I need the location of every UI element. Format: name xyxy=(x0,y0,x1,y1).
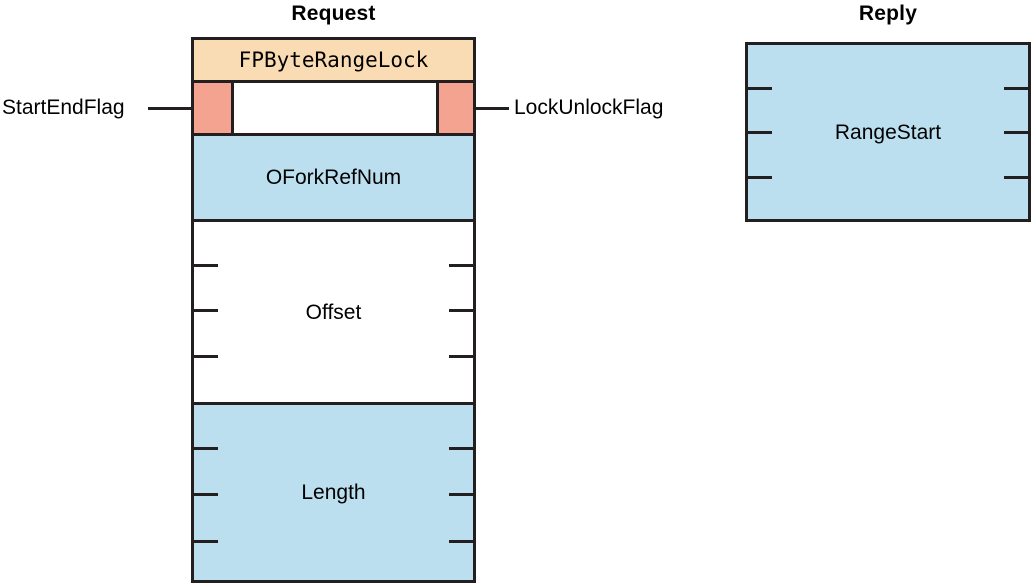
request-length-field: Length xyxy=(191,402,476,583)
offset-tick-right-3 xyxy=(449,355,473,358)
request-length-label: Length xyxy=(301,481,366,504)
request-lock-unlock-flag-field xyxy=(436,80,476,136)
offset-tick-left-2 xyxy=(194,309,218,312)
offset-tick-right-2 xyxy=(449,309,473,312)
length-tick-left-3 xyxy=(194,540,218,543)
request-oforkrefnum-label: OForkRefNum xyxy=(265,166,402,189)
rangestart-tick-left-1 xyxy=(748,87,772,90)
length-tick-right-2 xyxy=(449,493,473,496)
request-flags-row xyxy=(191,80,476,136)
request-column-title: Request xyxy=(291,2,376,25)
request-offset-label: Offset xyxy=(305,300,362,324)
rangestart-tick-right-3 xyxy=(1004,176,1028,179)
length-tick-right-1 xyxy=(449,447,473,450)
reply-rangestart-label: RangeStart xyxy=(834,120,942,144)
request-offset-field: Offset xyxy=(191,219,476,405)
request-command-field: FPByteRangeLock xyxy=(191,37,476,83)
length-tick-left-1 xyxy=(194,447,218,450)
request-start-end-flag-field xyxy=(191,80,234,136)
start-end-flag-callout-label: StartEndFlag xyxy=(2,96,125,119)
lock-unlock-flag-leader-line xyxy=(474,107,509,110)
request-command-label: FPByteRangeLock xyxy=(238,47,429,72)
request-reserved-pad-field xyxy=(231,80,439,136)
lock-unlock-flag-callout-label: LockUnlockFlag xyxy=(514,96,664,119)
length-tick-left-2 xyxy=(194,493,218,496)
start-end-flag-leader-line xyxy=(148,107,194,110)
reply-column-title: Reply xyxy=(858,2,918,25)
rangestart-tick-left-3 xyxy=(748,176,772,179)
rangestart-tick-left-2 xyxy=(748,131,772,134)
offset-tick-left-3 xyxy=(194,355,218,358)
request-oforkrefnum-field: OForkRefNum xyxy=(191,133,476,222)
offset-tick-right-1 xyxy=(449,264,473,267)
rangestart-tick-right-2 xyxy=(1004,131,1028,134)
rangestart-tick-right-1 xyxy=(1004,87,1028,90)
offset-tick-left-1 xyxy=(194,264,218,267)
reply-rangestart-field: RangeStart xyxy=(745,42,1031,222)
length-tick-right-3 xyxy=(449,540,473,543)
